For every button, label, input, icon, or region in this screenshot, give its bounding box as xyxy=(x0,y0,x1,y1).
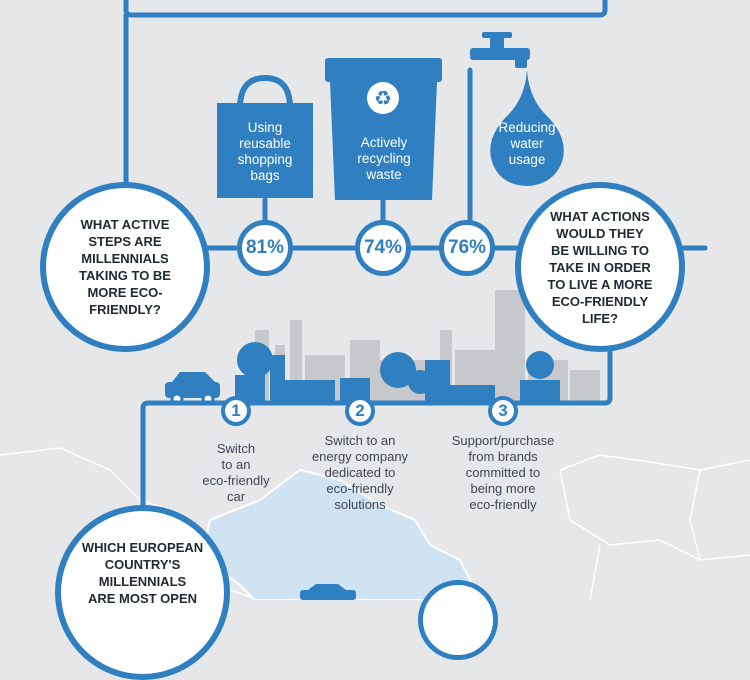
question-right: WHAT ACTIONS WOULD THEY BE WILLING TO TA… xyxy=(547,208,653,326)
step-1-label: Switch to an eco-friendly car xyxy=(202,441,270,504)
city-buildings xyxy=(235,342,560,402)
question-left-circle: WHAT ACTIVE STEPS ARE MILLENNIALS TAKING… xyxy=(40,182,210,352)
question-bottom: WHICH EUROPEAN COUNTRY'S MILLENNIALS ARE… xyxy=(81,540,204,606)
step-2-label: Switch to an energy company dedicated to… xyxy=(311,433,409,512)
step-2-number: 2 xyxy=(345,396,375,426)
step-1-number: 1 xyxy=(221,396,251,426)
label-recycling: Actively recycling waste xyxy=(357,135,411,182)
step-3-number: 3 xyxy=(488,396,518,426)
recycling-bin-icon: ♻ xyxy=(325,58,442,200)
label-water: Reducing water usage xyxy=(498,120,556,167)
map-car-icon xyxy=(300,584,356,600)
question-left: WHAT ACTIVE STEPS ARE MILLENNIALS TAKING… xyxy=(79,217,171,317)
car-icon xyxy=(165,372,220,406)
percent-water: 76% xyxy=(439,220,495,276)
partial-circle xyxy=(418,580,498,660)
label-shopping-bags: Using reusable shopping bags xyxy=(237,120,293,183)
percent-recycling: 74% xyxy=(355,220,411,276)
step-3-label: Support/purchase from brands committed t… xyxy=(451,433,555,512)
water-drop-icon xyxy=(490,70,564,186)
question-bottom-circle: WHICH EUROPEAN COUNTRY'S MILLENNIALS ARE… xyxy=(55,505,230,680)
background-art: ♻ xyxy=(0,0,750,600)
shopping-bag-icon xyxy=(217,74,313,198)
question-right-circle: WHAT ACTIONS WOULD THEY BE WILLING TO TA… xyxy=(515,182,685,352)
percent-shopping-bags: 81% xyxy=(237,220,293,276)
svg-text:♻: ♻ xyxy=(374,86,392,110)
faucet-icon xyxy=(470,32,530,68)
